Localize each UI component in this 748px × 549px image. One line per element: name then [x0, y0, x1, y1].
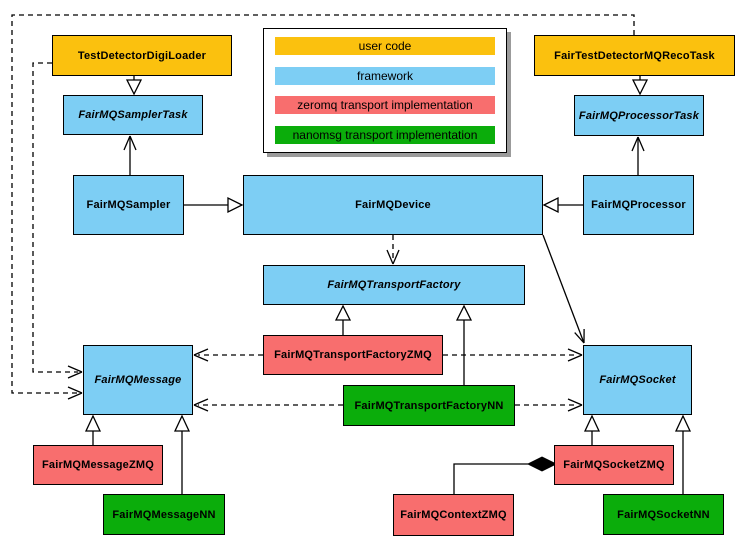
edge-transportfactorynn-transportfactory: [455, 304, 473, 385]
edge-processor-device: [542, 196, 583, 214]
legend-bar-zeromq-transport: zeromq transport implementation: [275, 96, 495, 115]
edge-sampler-samplertask: [123, 135, 137, 175]
edge-sampler-device: [184, 196, 244, 214]
node-fairmqdevice: FairMQDevice: [243, 175, 543, 235]
edge-processor-processortask: [631, 136, 645, 175]
node-fairmqprocessortask: FairMQProcessorTask: [574, 95, 704, 136]
edge-transportfactoryzmq-socket: [443, 348, 583, 362]
edge-socketnn-socket: [674, 414, 692, 494]
edge-contextzmq-socketzmq: [453, 456, 558, 494]
edge-transportfactoryzmq-message: [193, 348, 263, 362]
legend-bar-framework: framework: [275, 66, 495, 85]
edge-digiloader-samplertask: [125, 76, 143, 96]
edge-messagezmq-message: [84, 414, 102, 445]
node-fairmqcontextzmq: FairMQContextZMQ: [393, 494, 514, 536]
legend: user code framework zeromq transport imp…: [263, 28, 507, 153]
edge-digiloader-message: [32, 62, 83, 379]
node-fairmqsocketnn: FairMQSocketNN: [603, 494, 724, 535]
node-fairmqsocket: FairMQSocket: [583, 345, 692, 415]
edge-transportfactorynn-message: [193, 398, 343, 412]
node-testdetectordigiloader: TestDetectorDigiLoader: [52, 35, 232, 76]
legend-bar-nanomsg-transport: nanomsg transport implementation: [275, 125, 495, 144]
node-fairtestdetectormqrecotask: FairTestDetectorMQRecoTask: [534, 35, 735, 76]
node-fairmqsocketzmq: FairMQSocketZMQ: [554, 445, 674, 485]
node-fairmqmessagezmq: FairMQMessageZMQ: [33, 445, 163, 485]
edge-transportfactorynn-socket: [515, 398, 583, 412]
node-fairmqtransportfactoryzmq: FairMQTransportFactoryZMQ: [263, 335, 443, 375]
node-fairmqtransportfactorynn: FairMQTransportFactoryNN: [343, 385, 515, 426]
node-fairmqsampler: FairMQSampler: [73, 175, 184, 235]
edge-device-transportfactory: [386, 235, 400, 265]
edge-recotask-processortask: [631, 76, 649, 96]
node-fairmqtransportfactory: FairMQTransportFactory: [263, 265, 525, 305]
edge-socketzmq-socket: [583, 414, 601, 445]
legend-bar-user-code: user code: [275, 37, 495, 55]
node-fairmqmessage: FairMQMessage: [83, 345, 193, 415]
node-fairmqsamplertask: FairMQSamplerTask: [63, 95, 203, 135]
edge-device-socket: [542, 234, 585, 344]
edge-transportfactoryzmq-transportfactory: [334, 304, 352, 335]
edge-recotask-message: [11, 14, 635, 400]
node-fairmqprocessor: FairMQProcessor: [583, 175, 694, 235]
node-fairmqmessagenn: FairMQMessageNN: [103, 494, 225, 535]
edge-messagenn-message: [173, 414, 191, 494]
